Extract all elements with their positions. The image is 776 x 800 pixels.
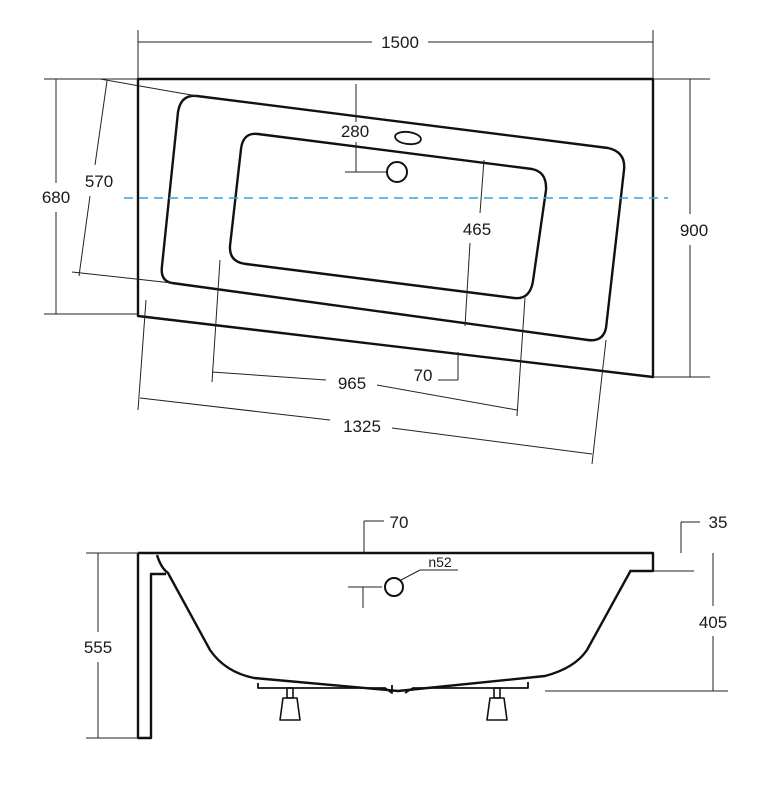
dim-inner-depth-label: 465 [463, 220, 491, 239]
tub-rim-outline [160, 94, 626, 342]
front-panel-outline [136, 553, 166, 740]
dim-total-height: 555 [84, 552, 138, 739]
dim-outer-length-label: 1325 [343, 417, 381, 436]
overflow-hole-side [384, 577, 404, 597]
dim-height-left: 680 [42, 78, 138, 315]
dim-inner-length: 965 [211, 259, 526, 417]
dim-total-width-label: 1500 [381, 33, 419, 52]
dim-overflow-diameter: n52 [348, 554, 458, 608]
dim-inner-depth: 465 [463, 159, 491, 327]
dim-drain-offset-label: 280 [341, 122, 369, 141]
dim-total-height-label: 555 [84, 638, 112, 657]
dim-left-inner-label: 570 [85, 172, 113, 191]
dim-height-right-label: 900 [680, 221, 708, 240]
dim-rim-offset: 70 [363, 513, 409, 553]
dim-outer-length: 1325 [137, 299, 607, 465]
dim-inner-depth-side: 405 [545, 553, 728, 692]
dim-overflow-diameter-label: n52 [428, 554, 452, 570]
tub-basin-outline [228, 132, 548, 300]
dim-drain-offset: 280 [341, 84, 386, 173]
side-view: 70 35 n52 555 [84, 513, 728, 740]
dim-inner-depth-side-label: 405 [699, 613, 727, 632]
tub-base-plate-left [257, 683, 393, 694]
tub-rim-side [138, 551, 655, 573]
overflow-hole [394, 130, 422, 146]
drain-hole [386, 161, 408, 183]
dim-offset: 70 [414, 352, 459, 385]
dim-rim-offset-label: 70 [390, 513, 409, 532]
tub-body-side [155, 554, 633, 693]
dim-inner-length-label: 965 [338, 374, 366, 393]
tub-base-plate-right [404, 682, 529, 694]
dim-rim-thickness: 35 [680, 513, 728, 553]
dim-rim-thickness-label: 35 [709, 513, 728, 532]
top-view: 1500 900 680 570 [42, 30, 710, 465]
dim-height-left-label: 680 [42, 188, 70, 207]
dim-height-right: 900 [653, 78, 710, 378]
dim-offset-label: 70 [414, 366, 433, 385]
dim-left-inner: 570 [71, 78, 198, 284]
dim-total-width: 1500 [137, 30, 654, 79]
tub-feet [279, 687, 508, 721]
